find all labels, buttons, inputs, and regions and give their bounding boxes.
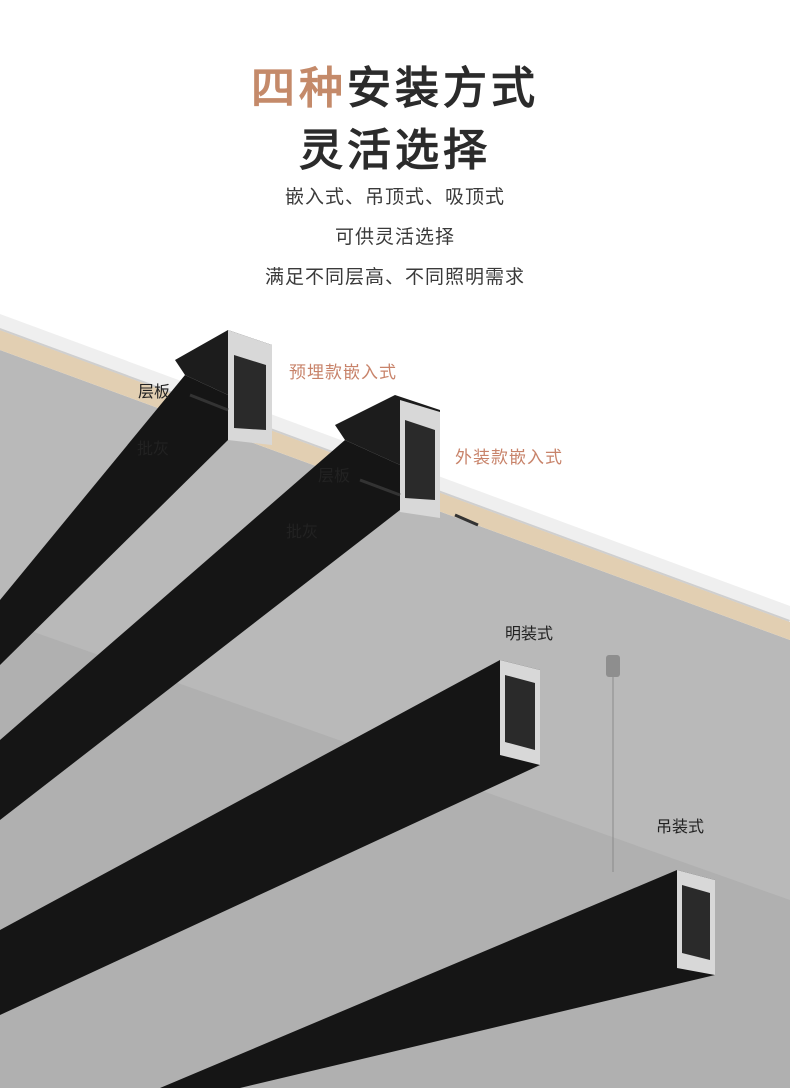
rail-2-slot (359, 478, 401, 497)
rail-2-slot-b (454, 513, 479, 527)
label-putty-2: 批灰 (286, 522, 319, 541)
rail-3-body (0, 660, 540, 1015)
rail-1-profile-inner (234, 355, 266, 430)
label-recessed-pre: 预埋款嵌入式 (289, 363, 397, 383)
label-putty-1: 批灰 (137, 439, 170, 458)
rail-3-profile-inner (505, 675, 535, 750)
label-surface: 明装式 (505, 624, 554, 643)
rail-1-slot (189, 393, 229, 412)
label-suspended: 吊装式 (656, 817, 705, 836)
label-recessed-post: 外装款嵌入式 (455, 448, 563, 468)
rail-4-body (160, 870, 715, 1088)
subtitle-1: 嵌入式、吊顶式、吸顶式 (284, 186, 505, 208)
rail-4-profile-inner (682, 885, 710, 960)
label-board-2: 层板 (318, 466, 351, 485)
title-accent: 四种 (251, 63, 347, 114)
title-line-2: 灵活选择 (299, 125, 491, 176)
rail-2-body (0, 440, 400, 820)
subtitle-3: 满足不同层高、不同照明需求 (264, 266, 525, 288)
subtitle-2: 可供灵活选择 (334, 226, 455, 248)
main-title: 四种安装方式 (0, 52, 790, 116)
title-rest: 安装方式 (347, 63, 539, 114)
hanger-mount (606, 655, 620, 677)
header: 四种安装方式 灵活选择 嵌入式、吊顶式、吸顶式 可供灵活选择 满足不同层高、不同… (0, 0, 790, 300)
rail-1-body (0, 375, 228, 665)
label-board-1: 层板 (138, 382, 171, 401)
rail-2-profile-inner (405, 420, 435, 500)
